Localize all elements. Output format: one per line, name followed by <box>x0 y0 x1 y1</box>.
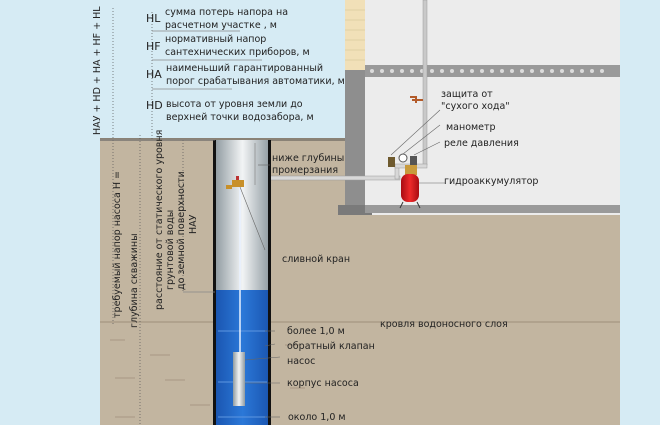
basement-floor <box>365 205 620 213</box>
pump-body-label: корпус насоса <box>287 378 359 389</box>
legend: HL сумма потерь напора на расчетном учас… <box>146 7 345 123</box>
accumulator-tank <box>401 174 419 202</box>
svg-text:промерзания: промерзания <box>272 165 338 176</box>
drain-valve-icon <box>232 180 244 187</box>
svg-text:высота от уровня земли до: высота от уровня земли до <box>166 99 303 110</box>
svg-text:HA: HA <box>146 68 162 81</box>
ground-texture <box>110 339 305 418</box>
dimension-lines <box>112 8 184 425</box>
svg-text:расчетном участке , м: расчетном участке , м <box>165 20 277 31</box>
accumulator-label: гидроаккумулятор <box>444 176 538 187</box>
svg-text:наименьший гарантированный: наименьший гарантированный <box>166 63 323 74</box>
manometer-icon <box>398 153 408 163</box>
aquifer-roof-label: кровля водоносного слоя <box>380 319 508 330</box>
more-1m-label: более 1,0 м <box>287 326 345 337</box>
svg-text:HD: HD <box>146 99 163 112</box>
casing-wall-right <box>268 140 271 425</box>
fitting <box>405 165 417 175</box>
pressure-relay <box>410 156 417 165</box>
svg-text:порог срабатывания автоматики,: порог срабатывания автоматики, м <box>166 76 345 87</box>
svg-text:сумма потерь напора на: сумма потерь напора на <box>165 7 288 18</box>
svg-text:HF: HF <box>146 40 161 53</box>
below-freezing-label: ниже глубины <box>272 153 344 164</box>
required-head-label: требуемый напор насоса H = <box>112 171 123 318</box>
svg-text:HL: HL <box>146 12 161 25</box>
static-level-label-1: расстояние от статического уровня <box>154 130 165 310</box>
svg-text:"сухого хода": "сухого хода" <box>441 101 510 112</box>
dry-run-protection <box>388 157 395 167</box>
formula-label: HАУ + HD + HA + HF + HL <box>92 6 103 135</box>
casing-wall-left <box>213 140 216 425</box>
check-valve-label: обратный клапан <box>287 341 375 352</box>
about-1m-label: около 1,0 м <box>288 412 346 423</box>
pressure-relay-label: реле давления <box>444 138 519 149</box>
foundation-wall <box>345 70 365 210</box>
supply-pipe <box>269 175 401 181</box>
pump-body <box>233 352 245 406</box>
foundation-footing <box>338 205 372 215</box>
svg-text:верхней точки водозабора, м: верхней точки водозабора, м <box>166 112 314 123</box>
house-tap-icon <box>410 96 423 103</box>
riser-pipe <box>422 0 428 166</box>
svg-text:нормативный напор: нормативный напор <box>165 34 266 45</box>
pump-label: насос <box>287 356 315 367</box>
manometer-label: манометр <box>446 122 496 133</box>
dry-run-label: защита от <box>441 89 493 100</box>
well-depth-label: глубина скважины <box>129 233 140 328</box>
callout-leaders <box>239 109 445 418</box>
svg-text:сантехнических приборов, м: сантехнических приборов, м <box>165 47 310 58</box>
hay-label: HАУ <box>188 214 199 234</box>
static-level-label-3: до земной поверхности <box>176 171 187 290</box>
brick-wall <box>345 0 365 70</box>
drain-valve-label: сливной кран <box>282 254 350 265</box>
static-level-label-2: грунтовой воды <box>165 210 176 290</box>
